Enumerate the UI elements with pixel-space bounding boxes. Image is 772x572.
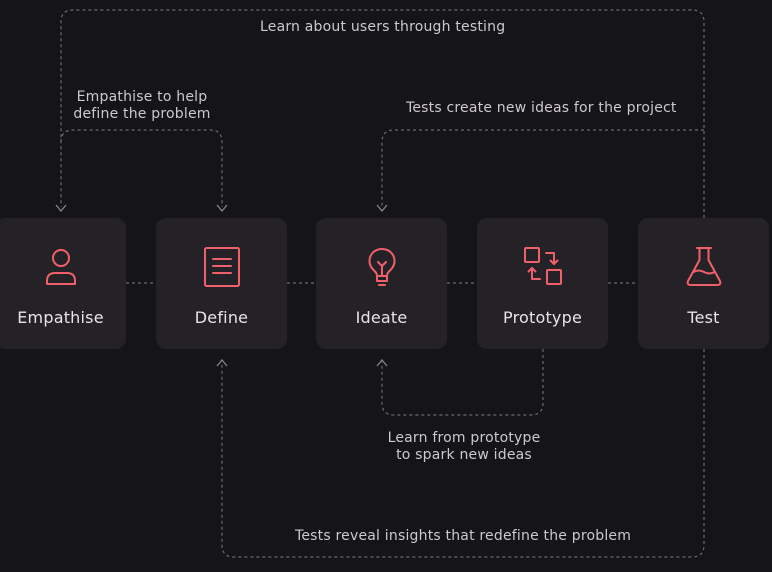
stage-card-prototype[interactable]: Prototype: [477, 218, 608, 349]
stage-label: Prototype: [503, 308, 582, 327]
note-top-loop: Learn about users through testing: [260, 19, 506, 35]
loop-test-to-define: [221, 349, 705, 558]
note-prototype-ideate: Learn from prototype to spark new ideas: [384, 430, 544, 464]
stage-label: Empathise: [17, 308, 104, 327]
loop-empathise-to-define: [60, 129, 223, 207]
exchange-squares-icon: [477, 245, 608, 289]
note-tests-ideas: Tests create new ideas for the project: [406, 100, 677, 116]
person-icon: [0, 245, 126, 289]
stage-card-ideate[interactable]: Ideate: [316, 218, 447, 349]
stage-card-empathise[interactable]: Empathise: [0, 218, 126, 349]
note-empathise-define: Empathise to help define the problem: [64, 89, 220, 123]
flask-icon: [638, 245, 769, 289]
stage-card-define[interactable]: Define: [156, 218, 287, 349]
note-line: define the problem: [73, 106, 211, 122]
stage-label: Ideate: [355, 308, 408, 327]
arrowhead-define-bottom: [216, 358, 228, 367]
stage-label: Test: [687, 308, 720, 327]
loop-test-to-empathise: [60, 9, 705, 218]
stage-card-test[interactable]: Test: [638, 218, 769, 349]
note-line: Empathise to help: [76, 89, 208, 105]
loop-test-to-ideate: [381, 129, 704, 207]
document-icon: [156, 245, 287, 289]
note-line: to spark new ideas: [396, 447, 532, 463]
note-line: Learn from prototype: [387, 430, 541, 446]
lightbulb-icon: [316, 245, 447, 289]
note-bottom-loop: Tests reveal insights that redefine the …: [295, 528, 632, 544]
arrowhead-ideate-bottom: [376, 358, 388, 367]
arrowhead-empathise: [55, 204, 67, 213]
stage-label: Define: [194, 308, 249, 327]
arrowhead-ideate-top: [376, 204, 388, 213]
loop-prototype-to-ideate: [381, 349, 544, 416]
arrowhead-define-top: [216, 204, 228, 213]
